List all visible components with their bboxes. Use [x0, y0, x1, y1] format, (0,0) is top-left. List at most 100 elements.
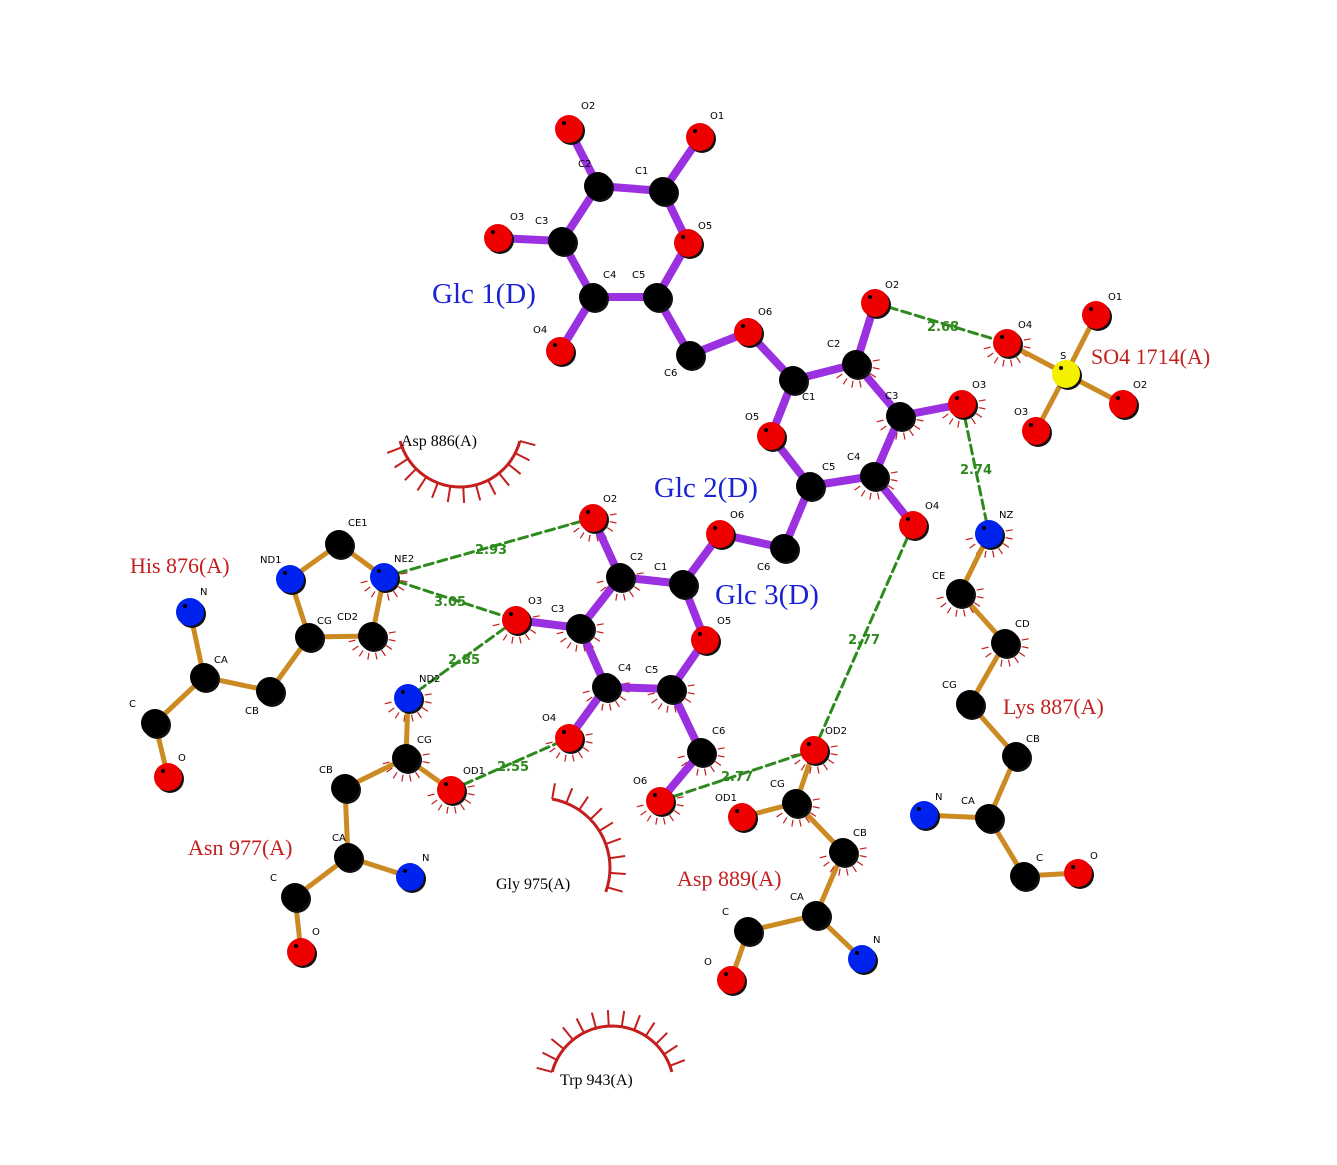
atom-label: C [129, 699, 136, 710]
atom-c: C5 [645, 665, 687, 705]
lash-tick [823, 861, 830, 867]
atom-highlight [998, 635, 1002, 639]
atom-sphere [674, 229, 702, 257]
arc-spoke [578, 796, 589, 811]
atom-sphere [1002, 742, 1030, 770]
atom-sphere [1109, 390, 1137, 418]
atom-highlight [777, 540, 781, 544]
lash-tick [525, 633, 530, 641]
lash-tick [973, 602, 981, 607]
residue-label-lys887: Lys 887(A) [1003, 694, 1104, 719]
ligand-label-glc3: Glc 3(D) [715, 579, 819, 611]
lash-tick [593, 637, 601, 642]
atom-sphere [1022, 417, 1050, 445]
atom-o: O3 [948, 380, 986, 420]
atom-c: C3 [551, 604, 596, 644]
atom-label: C [722, 907, 729, 918]
atom-highlight [586, 510, 590, 514]
atom-label: CB [319, 765, 333, 776]
lash-tick [502, 634, 508, 641]
lash-tick [400, 579, 408, 583]
atom-c: C1 [654, 562, 699, 600]
atom-highlight [403, 869, 407, 873]
atom-c: C4 [579, 270, 616, 313]
atom-label: C5 [645, 665, 658, 676]
hydrophobic-label-gly975: Gly 975(A) [496, 876, 570, 893]
atom-label: CG [317, 616, 332, 627]
atom-label: C2 [630, 552, 643, 563]
lash-tick [794, 759, 801, 765]
atom-sphere [555, 724, 583, 752]
atom-sphere [948, 390, 976, 418]
atom-sphere [734, 917, 762, 945]
atom-highlight [786, 372, 790, 376]
atom-highlight [509, 612, 513, 616]
atom-label: O [178, 753, 186, 764]
atom-label: CE1 [348, 518, 368, 529]
lash-tick [816, 766, 820, 774]
atom-sphere [287, 938, 315, 966]
hbond-distance-label: 2.77 [721, 770, 753, 785]
hydrogen-bond [382, 575, 518, 622]
lash-tick [809, 812, 817, 817]
atom-o: O3 [502, 596, 542, 636]
arc-spoke [519, 440, 536, 447]
lash-tick [673, 810, 681, 815]
lash-tick [872, 366, 880, 370]
lash-tick [812, 798, 820, 801]
atom-o: O [1064, 851, 1098, 889]
atom-highlight [676, 576, 680, 580]
lash-tick [1021, 645, 1029, 649]
atom-c: C4 [847, 452, 890, 492]
lash-tick [913, 425, 921, 430]
lash-tick [845, 868, 849, 876]
atom-highlight [377, 569, 381, 573]
atom-sphere [993, 329, 1021, 357]
atom-n: N [176, 587, 207, 628]
arc-spoke [609, 855, 626, 860]
atom-sphere [555, 115, 583, 143]
atom-label: C1 [802, 392, 815, 403]
atom-s: S [1052, 351, 1082, 390]
atom-n: NE2 [370, 554, 414, 593]
lash-tick [421, 707, 429, 712]
atom-highlight [573, 620, 577, 624]
atom-c: C1 [779, 366, 815, 403]
lash-tick [556, 631, 564, 635]
atom-label: CG [770, 779, 785, 790]
atom-c: CG [392, 735, 432, 774]
lash-tick [946, 607, 952, 614]
lash-tick [348, 639, 356, 643]
atom-c: CA [790, 892, 832, 931]
atom-label: O3 [528, 596, 542, 607]
lash-tick [582, 747, 590, 752]
atom-c: C6 [757, 534, 800, 573]
atom-highlight [741, 923, 745, 927]
atom-c: C2 [606, 552, 643, 593]
atom-label: NE2 [394, 554, 414, 565]
atom-n: ND1 [260, 555, 306, 595]
atom-o: O6 [706, 510, 744, 550]
lash-tick [1018, 652, 1026, 657]
lash-tick [566, 642, 572, 649]
atom-highlight [653, 793, 657, 797]
lash-tick [969, 543, 976, 549]
atom-label: O5 [745, 412, 759, 423]
atom-sphere [176, 598, 204, 626]
atom-highlight [399, 750, 403, 754]
atom-sphere [686, 123, 714, 151]
atom-highlight [1029, 423, 1033, 427]
lash-tick [895, 432, 898, 440]
atom-c: CE1 [325, 518, 368, 560]
hbond-distance-label: 3.05 [434, 595, 466, 610]
atom-sphere [579, 504, 607, 532]
atom-sphere [1064, 859, 1092, 887]
lash-tick [776, 812, 783, 818]
lash-tick [703, 768, 707, 776]
lash-tick [596, 580, 604, 584]
lash-tick [805, 816, 810, 824]
arc-spoke [514, 452, 530, 462]
lash-tick [588, 534, 591, 542]
lash-tick [394, 712, 400, 719]
arc-spoke [431, 482, 439, 499]
